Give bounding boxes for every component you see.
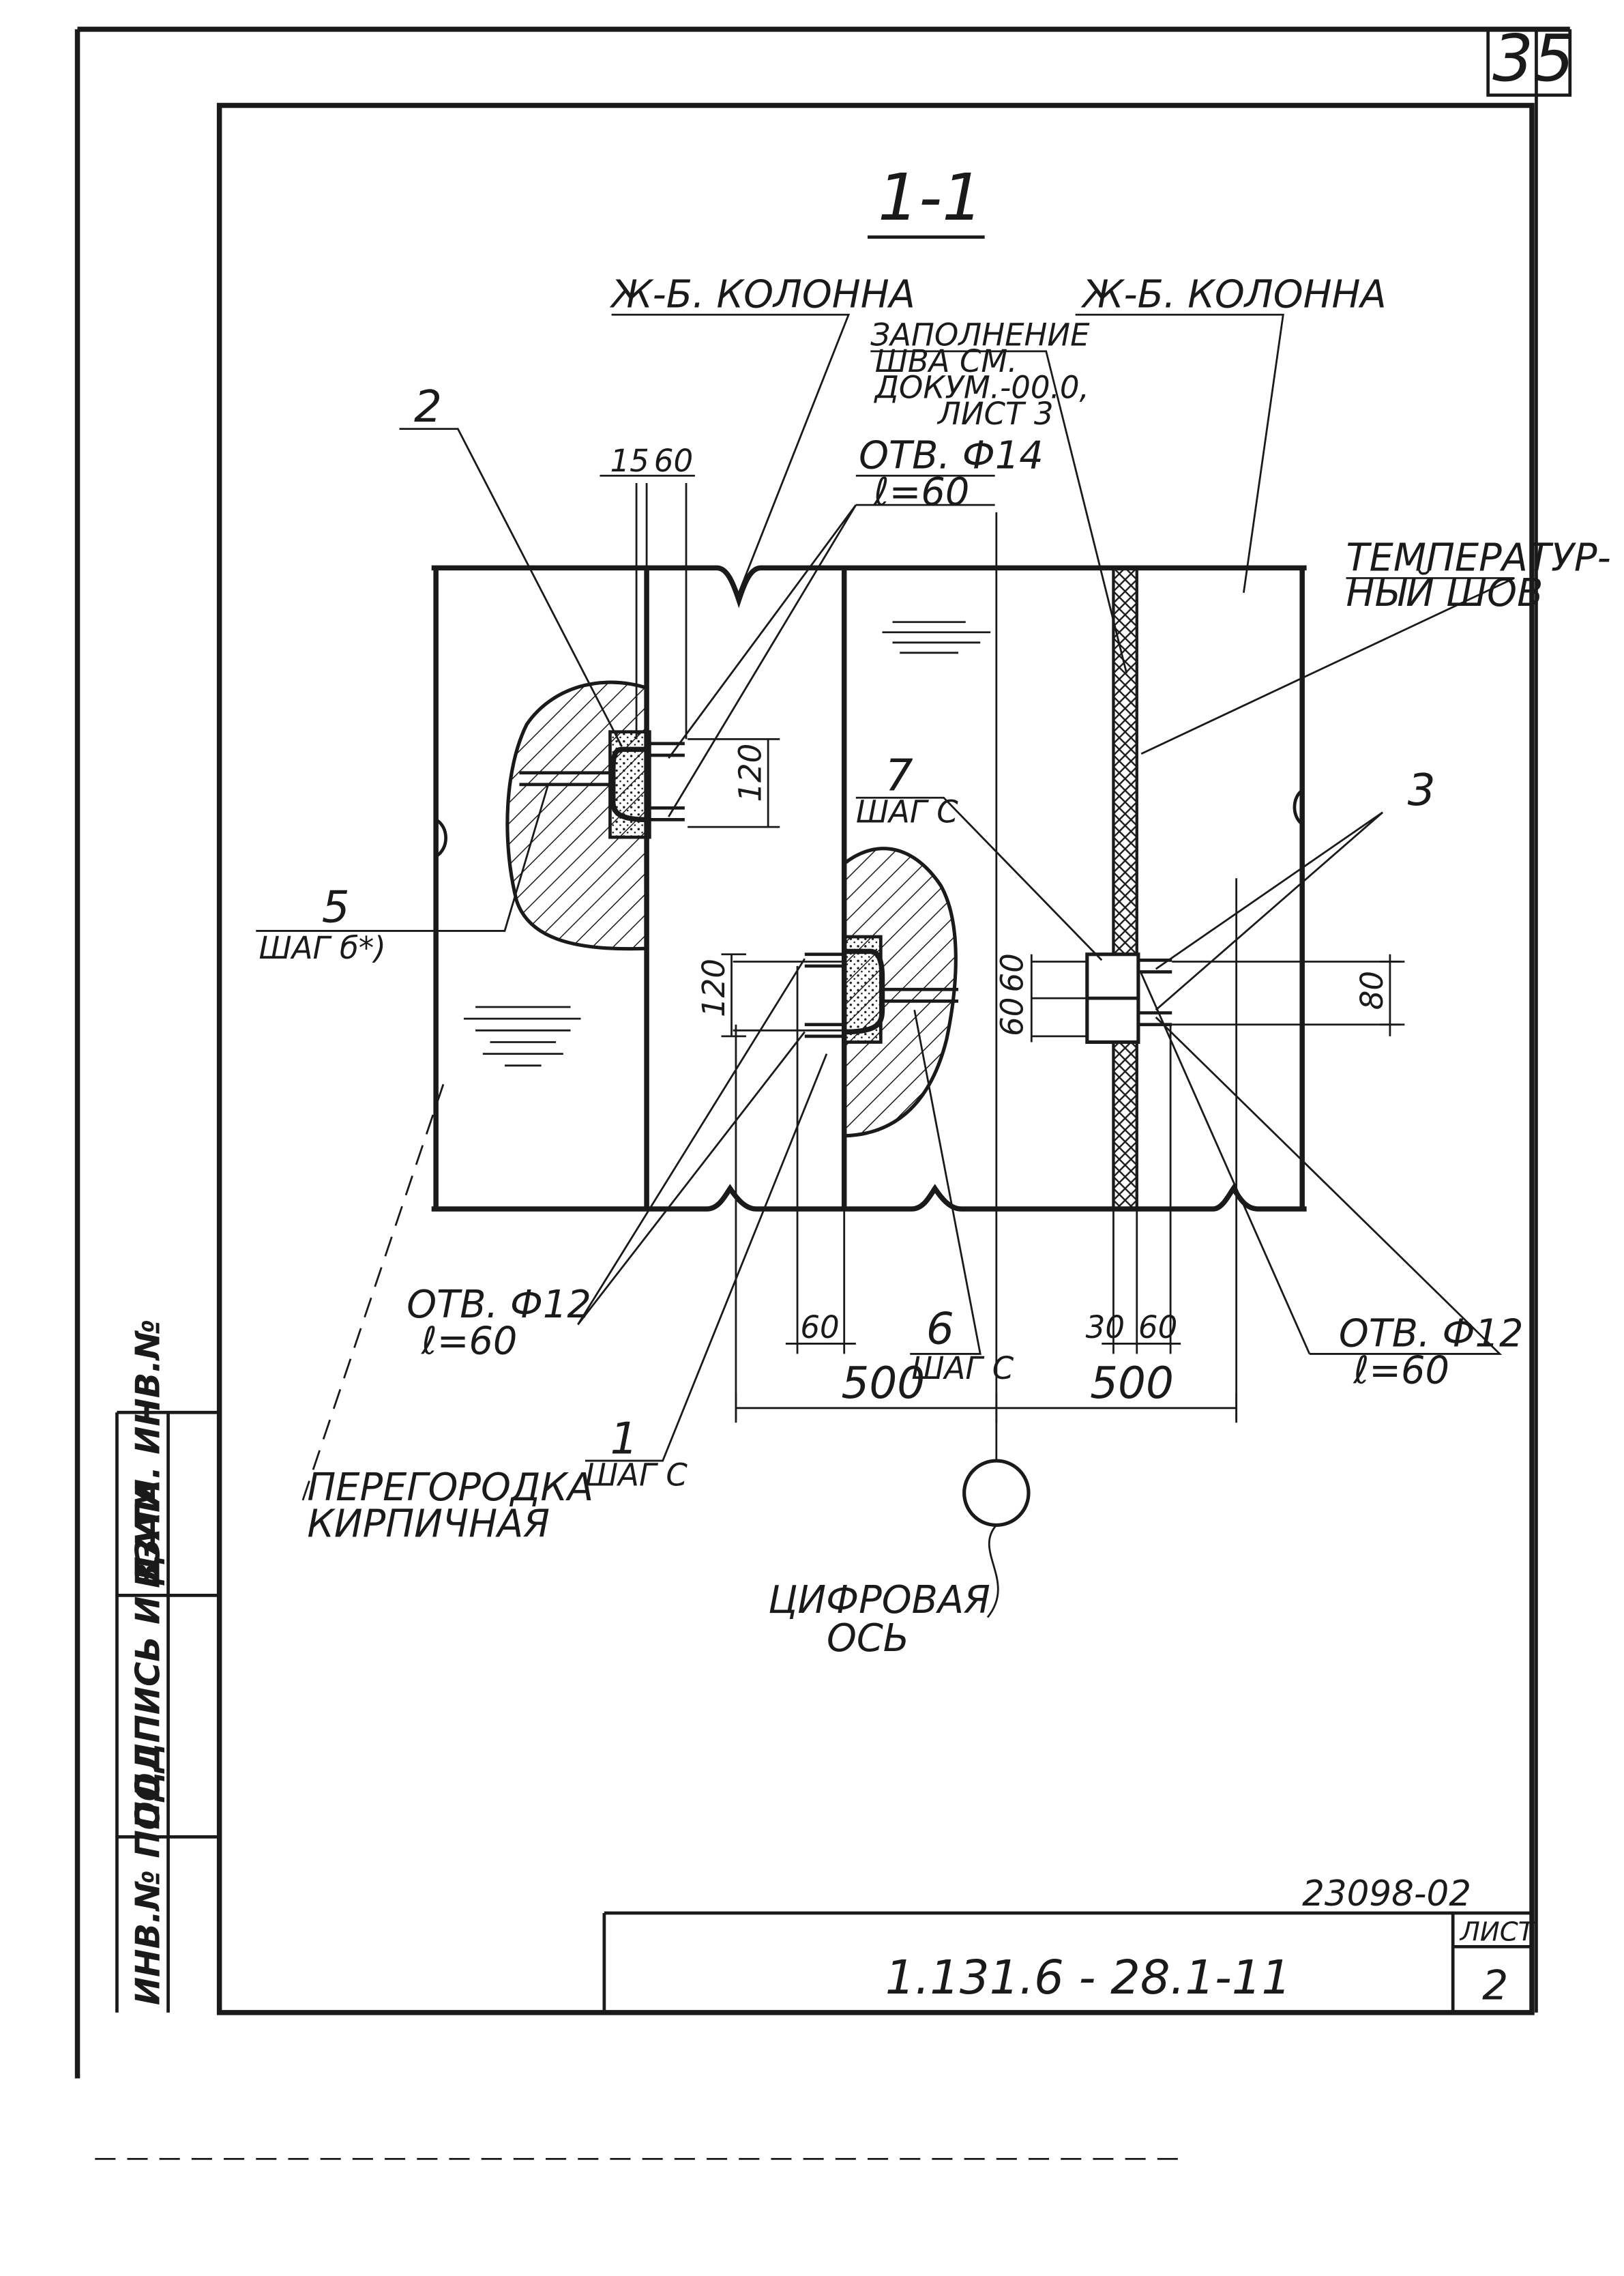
hole-d14-line2: ℓ=60 (873, 470, 970, 514)
concrete-marks (463, 621, 991, 1067)
hole-d12-left-line1: ОТВ. Ф12 (407, 1283, 591, 1327)
leader-lines (256, 313, 1515, 1501)
brick-cutout-middle (842, 847, 958, 1138)
dim-60-a: 60 (994, 953, 1030, 992)
label-column-left: Ж-Б. КОЛОННА (610, 273, 915, 317)
stamp-orig-no: ИНВ.№ ПОДЛ. (128, 1731, 168, 2005)
dim-500-right: 500 (1090, 1358, 1174, 1409)
structure-outline (431, 565, 1307, 1212)
dim-120-upper: 120 (732, 744, 768, 802)
dim-60-top: 60 (654, 443, 693, 479)
dim-15: 15 (610, 443, 649, 479)
callout-2: 2 (414, 381, 442, 433)
hole-d12-right-line2: ℓ=60 (1353, 1348, 1449, 1392)
label-joint-fill-1: ЗАПОЛНЕНИЕ (870, 317, 1090, 353)
callout-7-sub: ШАГ С (856, 794, 958, 830)
dim-80: 80 (1354, 971, 1390, 1010)
callout-5-sub: ШАГ б*) (259, 930, 386, 966)
callout-5: 5 (322, 882, 350, 933)
sheet-frame (74, 27, 1572, 2160)
stamp-sign-date: ПОДПИСЬ И ДАТА (128, 1480, 168, 1830)
dim-30: 30 (1086, 1309, 1125, 1345)
dim-60-b: 60 (994, 997, 1030, 1036)
connection-middle (733, 935, 959, 1044)
connection-right (1031, 952, 1405, 1045)
hole-d12-right-line1: ОТВ. Ф12 (1339, 1312, 1524, 1356)
doc-code: 1.131.6 - 28.1-11 (885, 1951, 1291, 2005)
archive-number: 23098-02 (1302, 1873, 1471, 1914)
callout-6-sub: ШАГ С (911, 1350, 1014, 1386)
connection-upper (519, 482, 688, 839)
label-expansion-2: НЫЙ ШОВ (1346, 571, 1544, 615)
callout-1: 1 (610, 1413, 638, 1464)
hole-d12-left-line2: ℓ=60 (421, 1319, 518, 1363)
title-block (602, 1911, 1533, 2013)
stamp-inv-no: ВЗАМ. ИНВ.№ (128, 1319, 168, 1588)
label-axis-2: ОСЬ (827, 1616, 909, 1661)
callout-6: 6 (926, 1303, 954, 1354)
label-joint-fill-2: ШВА СМ. (875, 343, 1018, 379)
label-partition-2: КИРПИЧНАЯ (307, 1502, 550, 1547)
dim-500-left: 500 (841, 1358, 925, 1409)
axis-bubble (962, 1459, 1031, 1528)
sheet-value: 2 (1482, 1962, 1508, 2010)
dim-120-lower: 120 (696, 959, 732, 1017)
label-joint-fill-3: ДОКУМ.-00.0, (874, 370, 1089, 406)
hole-d14-line1: ОТВ. Ф14 (859, 434, 1044, 478)
sheet-label: ЛИСТ (1459, 1917, 1537, 1948)
label-expansion-1: ТЕМПЕРАТУР- (1346, 536, 1611, 581)
callout-1-sub: ШАГ С (585, 1457, 688, 1493)
dim-60-right: 60 (1138, 1309, 1177, 1345)
stamp-column (115, 1410, 220, 2013)
callout-3: 3 (1408, 765, 1436, 816)
expansion-joint-fill (1112, 566, 1138, 1211)
callout-7: 7 (885, 750, 913, 801)
label-axis-1: ЦИФРОВАЯ (768, 1578, 990, 1622)
section-title: 1-1 (878, 160, 983, 235)
sheet-number: 35 (1492, 21, 1574, 96)
dim-60-bottom: 60 (800, 1309, 839, 1345)
label-column-right: Ж-Б. КОЛОННА (1080, 273, 1386, 317)
axis-bubble-leader (986, 1524, 999, 1618)
dimension-lines (688, 738, 1400, 1423)
label-joint-fill-4: ЛИСТ 3 (936, 396, 1054, 432)
label-partition-1: ПЕРЕГОРОДКА (307, 1465, 593, 1510)
